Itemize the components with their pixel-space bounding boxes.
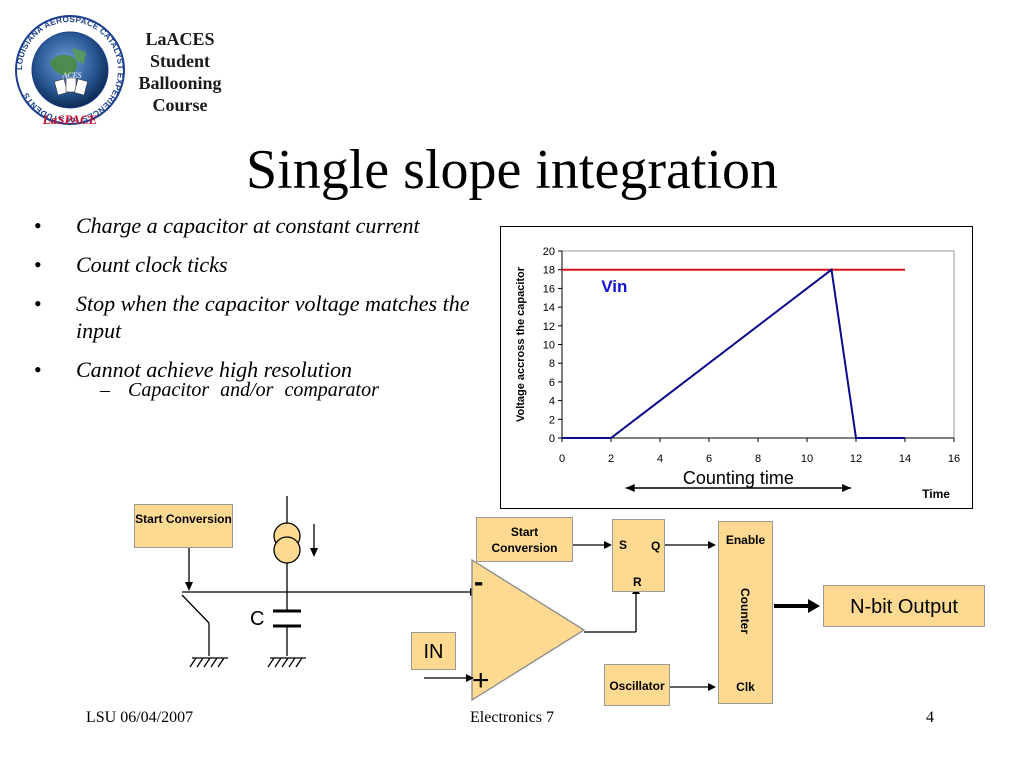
- y-tick-label: 2: [549, 414, 555, 426]
- x-tick-label: 8: [755, 453, 761, 465]
- x-tick-label: 16: [948, 453, 960, 465]
- laspace-logo: LOUISIANA AEROSPACE CATALYST EXPERIENCES…: [14, 12, 126, 128]
- course-name-line: Course: [152, 95, 208, 115]
- course-name-line: LaACES: [145, 29, 215, 49]
- y-tick-label: 18: [543, 265, 555, 277]
- x-tick-label: 4: [657, 453, 663, 465]
- bullet-item: •Count clock ticks: [34, 252, 228, 277]
- start-conversion-box: Start Conversion: [134, 504, 233, 548]
- footer-date: LSU 06/04/2007: [86, 709, 194, 726]
- oscillator-box: Oscillator: [604, 664, 670, 706]
- course-name-line: Ballooning: [138, 73, 222, 93]
- counter-enable-label: Enable: [725, 533, 766, 547]
- y-axis-label: Voltage accross the capacitor: [515, 266, 527, 422]
- capacitor-voltage-line: [562, 267, 905, 439]
- counter-block: Enable Counter Clk: [718, 521, 773, 704]
- y-tick-label: 20: [543, 246, 555, 258]
- logo-brand-text: LaSPACE: [42, 112, 98, 127]
- x-tick-label: 12: [850, 453, 862, 465]
- circuit-diagram: [181, 496, 820, 702]
- y-tick-label: 4: [549, 396, 555, 408]
- y-tick-label: 6: [549, 377, 555, 389]
- footer-page-number: 4: [926, 709, 934, 726]
- sub-bullet-item: –Capacitor and/or comparator: [100, 379, 379, 401]
- y-tick-label: 0: [549, 433, 555, 445]
- y-tick-label: 8: [549, 358, 555, 370]
- bullet-list: •Charge a capacitor at constant current …: [34, 212, 474, 416]
- vin-label: Vin: [601, 277, 627, 296]
- capacitor-label: C: [250, 608, 265, 630]
- counter-label: Counter: [738, 588, 752, 634]
- minus-sign: -: [474, 566, 484, 597]
- y-tick-label: 16: [543, 283, 555, 295]
- sr-s-label: S: [619, 538, 628, 552]
- x-tick-label: 0: [559, 453, 565, 465]
- sr-r-label: R: [633, 575, 642, 589]
- y-tick-label: 12: [543, 321, 555, 333]
- x-tick-label: 10: [801, 453, 813, 465]
- sr-q-label: Q: [651, 539, 661, 553]
- arrow-head-left: [625, 484, 635, 492]
- logo-inner-text: ACES: [61, 71, 81, 80]
- x-tick-label: 2: [608, 453, 614, 465]
- course-name: LaACES Student Ballooning Course: [128, 28, 232, 116]
- y-tick-label: 14: [543, 302, 555, 314]
- x-tick-label: 6: [706, 453, 712, 465]
- bullet-item: •Cannot achieve high resolution –Capacit…: [34, 356, 474, 404]
- arrow-head-right: [842, 484, 852, 492]
- slide-title: Single slope integration: [246, 139, 778, 201]
- start-conversion-box: Start Conversion: [476, 517, 573, 562]
- y-tick-label: 10: [543, 340, 555, 352]
- course-name-line: Student: [149, 51, 211, 71]
- counting-time-label: Counting time: [683, 468, 794, 488]
- input-label-box: IN: [411, 632, 456, 670]
- counter-clk-label: Clk: [736, 680, 755, 694]
- footer-course: Electronics 7: [470, 709, 554, 726]
- x-tick-label: 14: [899, 453, 911, 465]
- x-axis-label: Time: [922, 487, 950, 501]
- bullet-item: •Charge a capacitor at constant current: [34, 213, 420, 238]
- n-bit-output-box: N-bit Output: [823, 585, 985, 627]
- plus-sign: +: [472, 664, 490, 697]
- bullet-item: •Stop when the capacitor voltage matches…: [34, 291, 470, 343]
- sr-latch: S Q R: [612, 519, 665, 592]
